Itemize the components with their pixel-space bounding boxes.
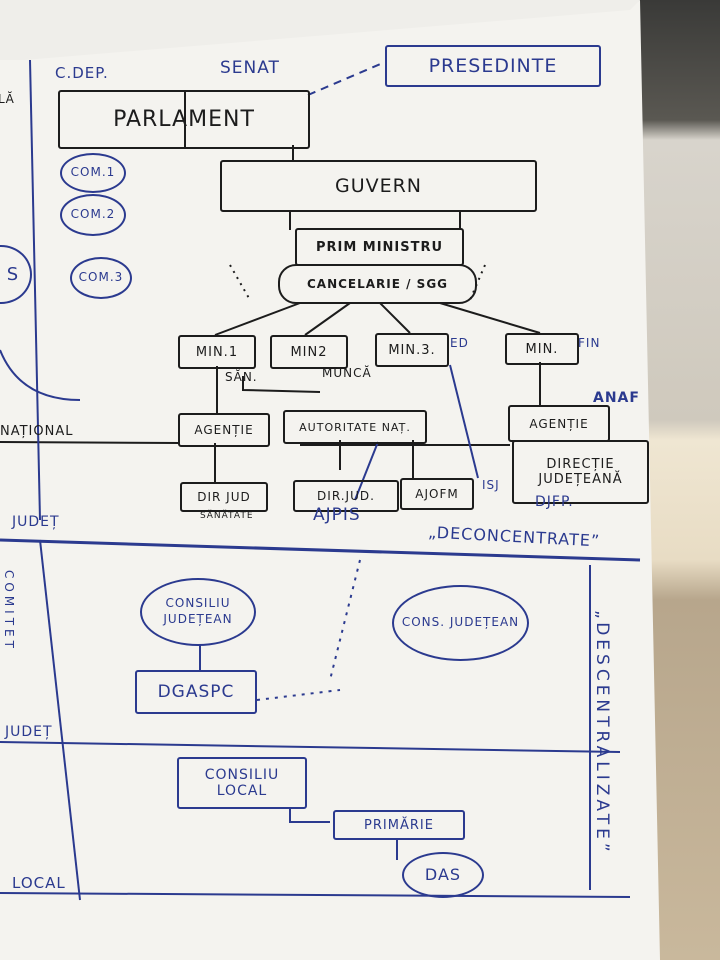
- cancelarie-box: CANCELARIE / SGG: [278, 264, 477, 304]
- local-line: [0, 892, 631, 898]
- ministry-fin-note: FIN: [578, 336, 601, 350]
- c-dep-label: C.DEP.: [55, 64, 109, 82]
- left-vertical-line-2: [39, 539, 81, 901]
- cons-judetean-ellipse: CONS. JUDEȚEAN: [392, 585, 529, 661]
- descentralizate-label: „DESCENTRALIZATE”: [592, 610, 612, 856]
- das-ellipse: DAS: [402, 852, 484, 898]
- judet-line: [0, 538, 641, 562]
- directie-judeteana-label: DIRECȚIE JUDEȚEANĂ: [538, 457, 623, 487]
- agentie-label-2: AGENȚIE: [529, 416, 589, 431]
- primarie-label: PRIMĂRIE: [364, 817, 434, 833]
- senat-label: SENAT: [220, 58, 280, 78]
- committee-2: COM.2: [60, 194, 126, 236]
- dir-jud-label-2: DIR.JUD.: [317, 489, 375, 503]
- ministry-1-note: SĂN.: [225, 370, 258, 384]
- presedinte-label: PRESEDINTE: [428, 55, 558, 77]
- committee-3: COM.3: [70, 257, 132, 299]
- agentie-label-1: AGENȚIE: [194, 423, 254, 437]
- ministry-agency-lines: [216, 362, 541, 413]
- agentie-box-2: AGENȚIE: [508, 405, 610, 442]
- guvern-box: GUVERN: [220, 160, 537, 212]
- isj-label: ISJ: [482, 478, 500, 492]
- comitet-label: COMITET: [2, 570, 16, 652]
- ministry-fin-box: MIN.: [505, 333, 579, 365]
- anaf-label: ANAF: [593, 390, 640, 406]
- level-local: LOCAL: [12, 874, 66, 892]
- left-curve: [0, 349, 81, 401]
- dgaspc-dotted: [256, 689, 341, 701]
- ajpis-arrow: [354, 441, 379, 501]
- guvern-label: GUVERN: [334, 175, 423, 197]
- level-national: NAȚIONAL: [0, 424, 74, 439]
- national-line-left: [0, 441, 181, 444]
- level-judet-2: JUDEȚ: [5, 724, 53, 740]
- ministry-1-label: MIN.1: [195, 344, 239, 360]
- committee-1: COM.1: [60, 153, 126, 193]
- ministry-fin-label: MIN.: [525, 341, 559, 357]
- left-vertical-line-1: [29, 59, 41, 521]
- prim-ministru-label: PRIM MINISTRU: [315, 239, 444, 255]
- ministry-3-note: ED: [450, 336, 469, 350]
- autoritate-label: AUTORITATE NAȚ.: [299, 420, 411, 434]
- sanatate-label: SĂNĂTATE: [200, 511, 254, 521]
- judet-line-2: [0, 741, 621, 753]
- ajofm-box: AJOFM: [400, 478, 474, 510]
- cancelarie-label: CANCELARIE / SGG: [306, 277, 449, 291]
- parlament-box: PARLAMENT: [58, 90, 310, 149]
- djfp-label: DJFP.: [535, 494, 574, 510]
- ministry-1-box: MIN.1: [178, 335, 256, 369]
- ministry-2-box: MIN2: [270, 335, 348, 369]
- presedinte-box: PRESEDINTE: [385, 45, 601, 87]
- primarie-box: PRIMĂRIE: [333, 810, 465, 840]
- ministry-2-label: MIN2: [290, 344, 328, 360]
- consiliu-local-label: CONSILIU LOCAL: [204, 767, 280, 799]
- ministry-2-note: MUNCĂ: [322, 366, 372, 380]
- left-partial-label: LĂ: [0, 92, 15, 106]
- left-partial-s: S: [6, 263, 20, 285]
- ajofm-label: AJOFM: [415, 487, 459, 501]
- dir-jud-box-1: DIR JUD: [180, 482, 268, 512]
- level-judet-1: JUDEȚ: [12, 514, 60, 530]
- directie-judeteana-box: DIRECȚIE JUDEȚEANĂ: [512, 440, 649, 504]
- parlament-label: PARLAMENT: [113, 107, 255, 132]
- ajpis-label: AJPIS: [313, 505, 361, 525]
- dir-jud-label-1: DIR JUD: [197, 490, 251, 504]
- prim-ministru-box: PRIM MINISTRU: [295, 228, 464, 266]
- parlament-divider: [184, 92, 186, 147]
- agentie-box-1: AGENȚIE: [178, 413, 270, 447]
- min3-isj-arrow: [449, 364, 479, 479]
- cancelarie-ministries-lines: [214, 302, 541, 336]
- dgaspc-box: DGASPC: [135, 670, 257, 714]
- consiliu-local-box: CONSILIU LOCAL: [177, 757, 307, 809]
- cl-primarie-arrow: [289, 807, 330, 823]
- ministry-3-box: MIN.3.: [375, 333, 449, 367]
- parlament-presedinte-dashed: [307, 61, 386, 96]
- decon-dotted: [329, 559, 361, 681]
- ministry-3-label: MIN.3.: [388, 342, 436, 358]
- dgaspc-label: DGASPC: [157, 682, 235, 702]
- consiliu-judetean-ellipse: CONSILIU JUDEȚEAN: [140, 578, 256, 646]
- autoritate-box: AUTORITATE NAȚ.: [283, 410, 427, 444]
- dir-jud-box-2: DIR.JUD.: [293, 480, 399, 512]
